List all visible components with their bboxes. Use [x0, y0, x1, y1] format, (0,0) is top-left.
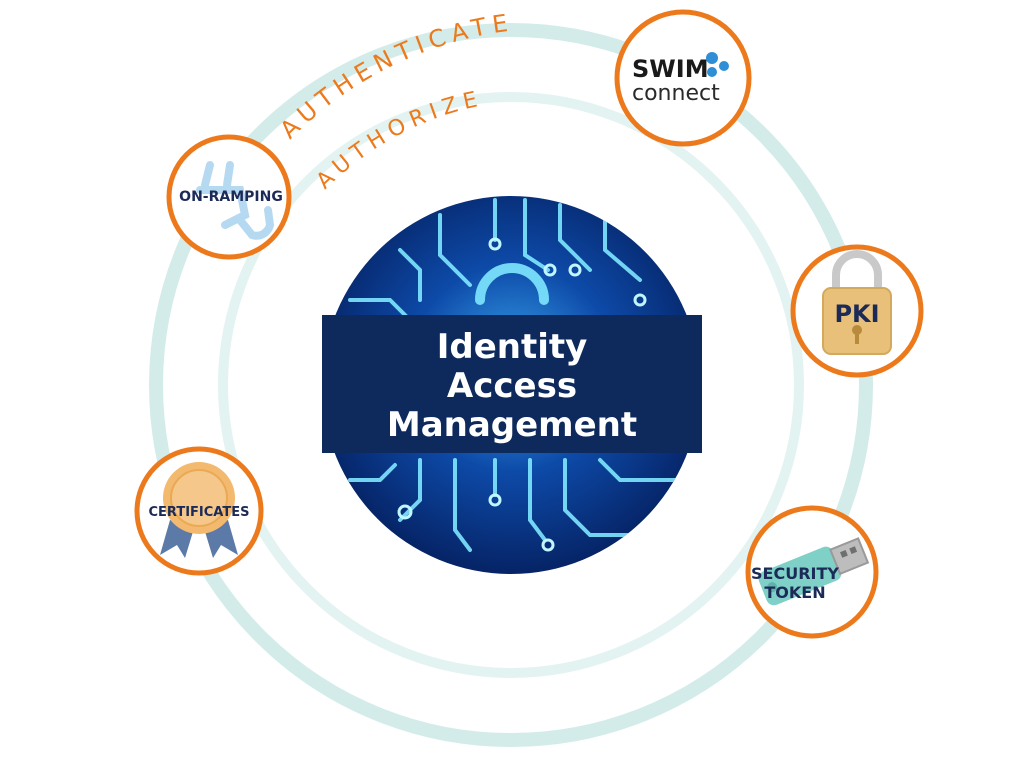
security-token-label-line-2: TOKEN — [764, 583, 825, 602]
center-title-line-3: Management — [387, 405, 637, 445]
center-title-line-2: Access — [447, 366, 577, 406]
security-token-label-line-1: SECURITY — [751, 564, 839, 583]
swim-logo-icon — [706, 52, 729, 77]
node-swim-connect: SWIM connect — [614, 9, 752, 147]
swim-wordmark: SWIM — [632, 55, 709, 83]
plug-icon — [196, 161, 275, 240]
inner-ring — [218, 92, 804, 678]
node-pki: PKI — [790, 244, 924, 378]
node-on-ramping: ON-RAMPING — [166, 134, 292, 260]
node-security-token: SECURITY TOKEN — [745, 505, 879, 639]
on-ramping-label: ON-RAMPING — [179, 189, 283, 205]
center-banner — [322, 315, 702, 453]
pki-label: PKI — [834, 300, 879, 328]
certificates-label: CERTIFICATES — [149, 505, 250, 520]
padlock-icon — [822, 250, 892, 355]
ribbon-badge-icon — [160, 462, 238, 558]
outer-ring — [149, 23, 873, 747]
connect-wordmark: connect — [632, 81, 720, 106]
node-certificates: CERTIFICATES — [134, 446, 264, 576]
usb-token-icon — [758, 537, 870, 606]
center-title-line-1: Identity — [437, 327, 588, 367]
